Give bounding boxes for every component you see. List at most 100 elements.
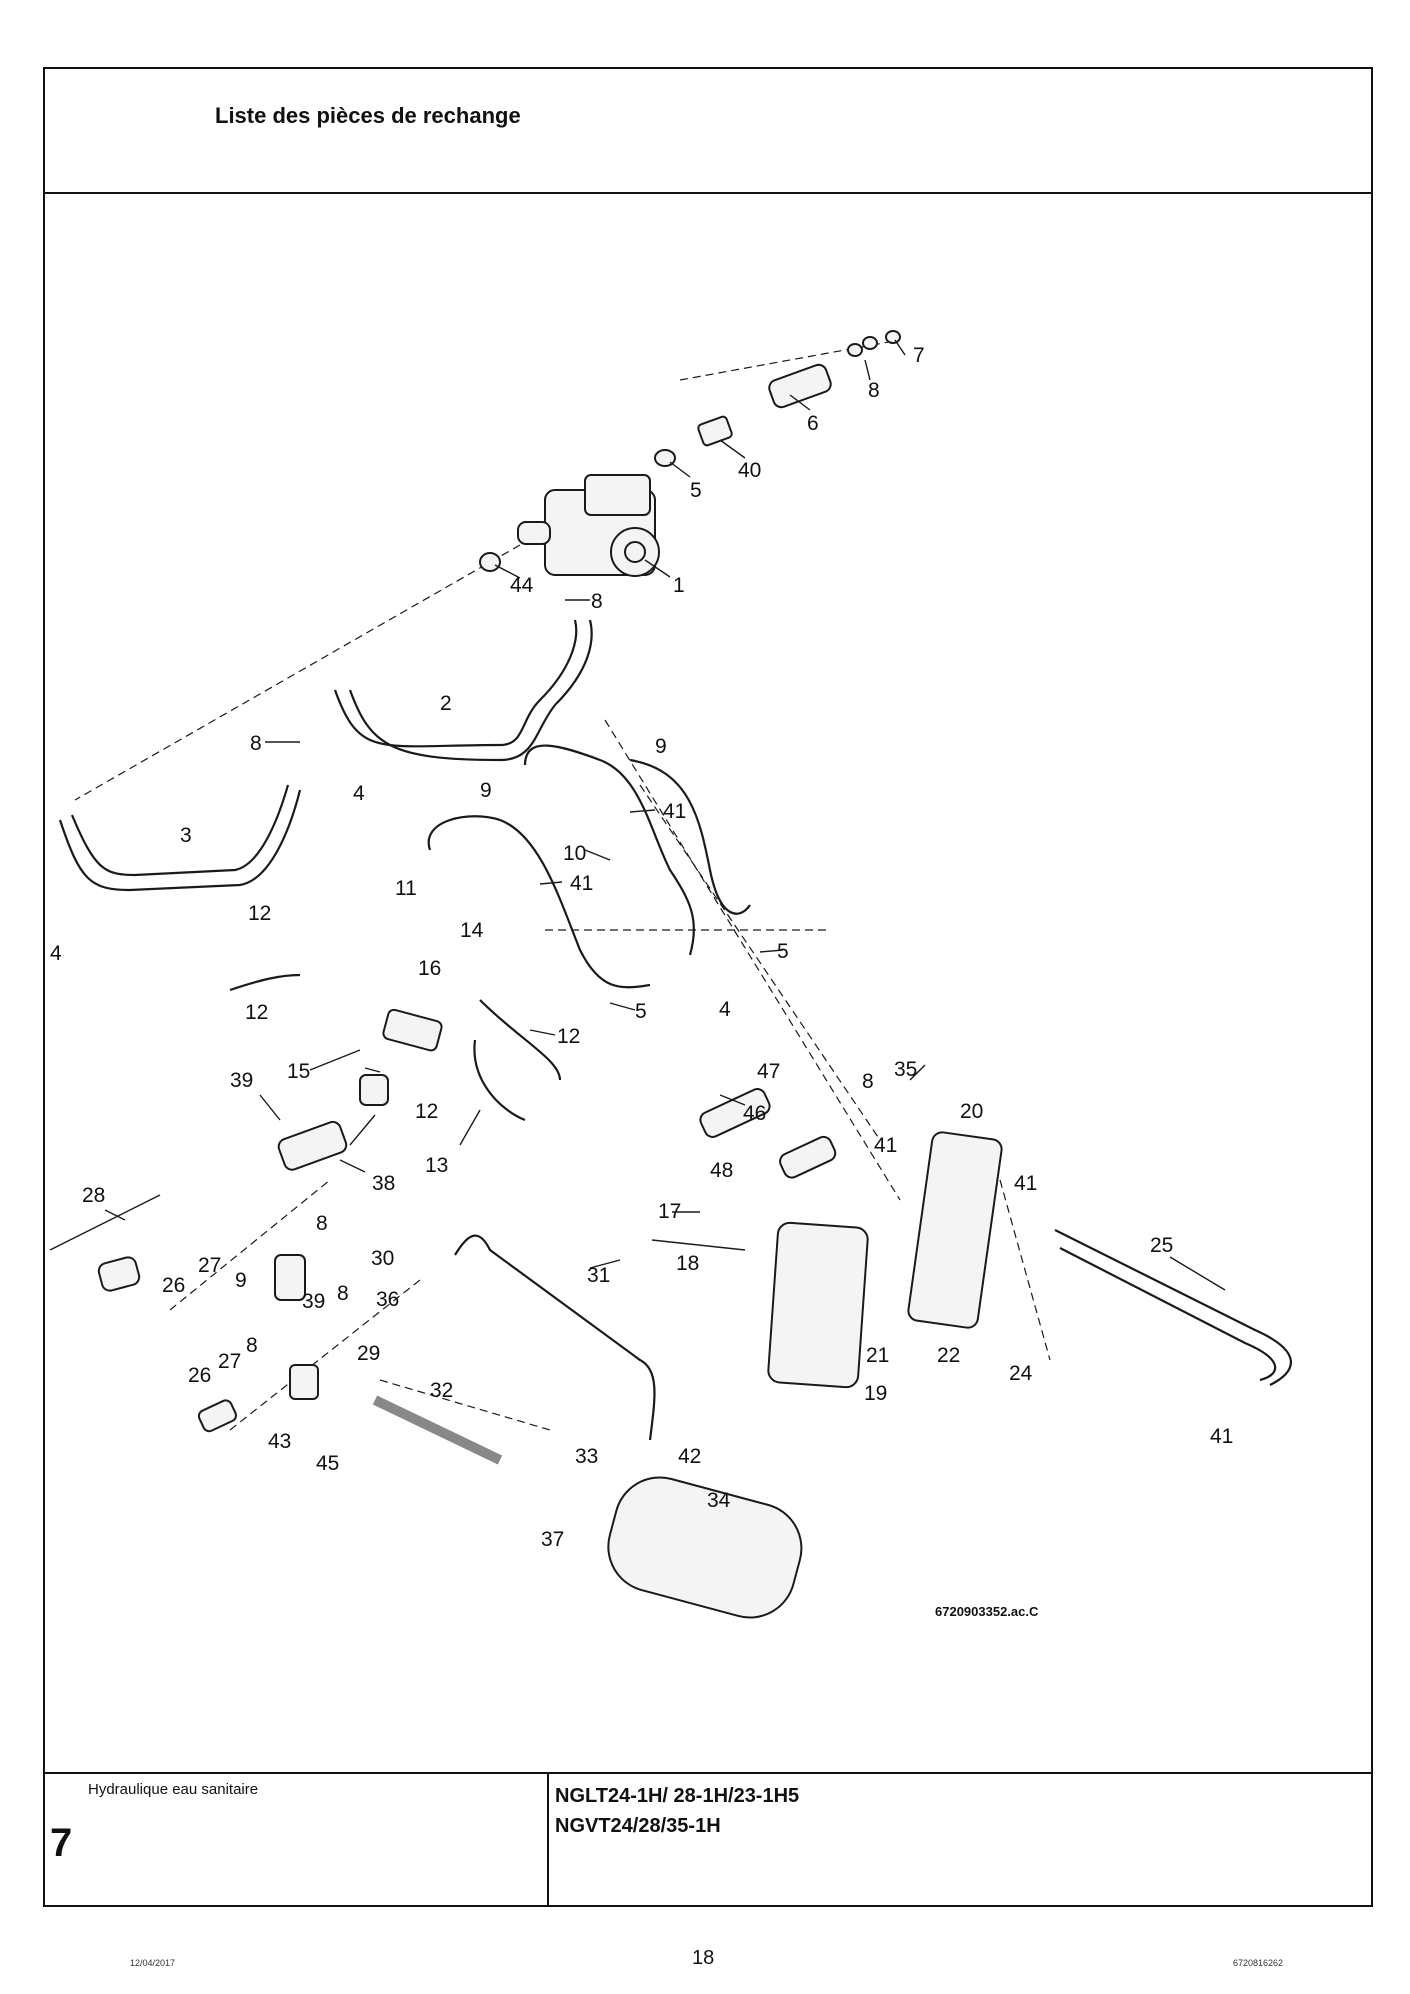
hydraulic-block-part <box>907 1131 1003 1329</box>
callout-label: 15 <box>287 1060 310 1083</box>
section-name: Hydraulique eau sanitaire <box>88 1781 259 1798</box>
callout-label: 10 <box>563 842 586 865</box>
pipe-part <box>70 784 290 877</box>
callout-label: 18 <box>676 1252 699 1275</box>
callout-label: 22 <box>937 1344 960 1367</box>
page-title: Liste des pièces de rechange <box>215 103 521 128</box>
assembly-line <box>604 719 901 1201</box>
callout-label: 12 <box>248 902 271 925</box>
pipe-part <box>348 619 593 762</box>
callout-label: 4 <box>50 942 62 965</box>
page-number: 18 <box>692 1947 715 1969</box>
pipe-part <box>473 1039 526 1122</box>
assembly-line <box>74 544 521 801</box>
callout-label: 19 <box>864 1382 887 1405</box>
callout-label: 27 <box>198 1254 221 1277</box>
pipe-part <box>479 999 562 1081</box>
callout-label: 4 <box>719 998 731 1021</box>
footer-column-divider <box>547 1772 549 1907</box>
callout-label: 33 <box>575 1445 598 1468</box>
callout-label: 31 <box>587 1264 610 1287</box>
callout-label: 14 <box>460 919 484 942</box>
callout-label: 37 <box>541 1528 564 1551</box>
pipe-part <box>427 815 651 989</box>
drawing-reference: 6720903352.ac.C <box>935 1604 1039 1619</box>
callout-label: 20 <box>960 1100 983 1123</box>
pipe-part <box>1054 1229 1292 1386</box>
callout-label: 16 <box>418 957 441 980</box>
callout-label: 12 <box>245 1001 268 1024</box>
callout-label: 39 <box>302 1290 325 1313</box>
document-number: 6720816262 <box>1233 1958 1284 1968</box>
pipe-part <box>454 1234 656 1441</box>
pipe-part <box>333 619 578 748</box>
callout-label: 38 <box>372 1172 395 1195</box>
callout-label: 17 <box>658 1200 681 1223</box>
page-frame <box>43 67 1373 1907</box>
callout-label: 8 <box>246 1334 258 1357</box>
heat-exchanger-part <box>767 1221 869 1389</box>
callout-label: 7 <box>913 344 925 367</box>
callout-label: 12 <box>415 1100 438 1123</box>
callout-label: 8 <box>337 1282 349 1305</box>
callout-label: 8 <box>316 1212 328 1235</box>
callout-label: 24 <box>1009 1362 1033 1385</box>
hose-part <box>372 1395 503 1465</box>
callout-labels: 7 8 6 5 40 1 44 8 2 8 4 9 41 9 10 41 3 1… <box>50 344 1233 1551</box>
pump-part <box>517 474 660 577</box>
callout-label: 30 <box>371 1247 394 1270</box>
callout-label: 48 <box>710 1159 733 1182</box>
callout-label: 40 <box>738 459 761 482</box>
callout-label: 25 <box>1150 1234 1173 1257</box>
callout-label: 11 <box>395 877 417 900</box>
pipe-part <box>58 789 302 892</box>
callout-label: 41 <box>874 1134 897 1157</box>
callout-label: 5 <box>690 479 702 502</box>
callout-label: 41 <box>1210 1425 1233 1448</box>
callout-label: 26 <box>188 1364 211 1387</box>
callout-label: 47 <box>757 1060 780 1083</box>
callout-label: 43 <box>268 1430 291 1453</box>
callout-label: 5 <box>635 1000 647 1023</box>
footer-divider <box>43 1772 1373 1774</box>
callout-label: 4 <box>353 782 365 805</box>
expansion-vessel-part <box>607 1476 803 1619</box>
assembly-line <box>999 1179 1051 1361</box>
assembly-line <box>379 1379 551 1431</box>
callout-label: 44 <box>510 574 534 597</box>
callout-label: 27 <box>218 1350 241 1373</box>
callout-label: 6 <box>807 412 819 435</box>
pipe-part <box>629 758 751 915</box>
valve-part <box>97 1008 837 1433</box>
callout-label: 42 <box>678 1445 701 1468</box>
callout-label: 8 <box>591 590 603 613</box>
callout-label: 13 <box>425 1154 448 1177</box>
callout-label: 41 <box>663 800 686 823</box>
callout-label: 45 <box>316 1452 339 1475</box>
callout-label: 9 <box>235 1269 247 1292</box>
section-number: 7 <box>50 1821 73 1865</box>
fitting-part <box>479 330 901 572</box>
pipe-part <box>229 973 301 992</box>
callout-label: 12 <box>557 1025 580 1048</box>
callout-label: 41 <box>570 872 593 895</box>
callout-label: 8 <box>250 732 262 755</box>
callout-label: 39 <box>230 1069 253 1092</box>
assembly-line <box>229 1279 421 1431</box>
header-divider <box>43 192 1373 194</box>
callout-label: 46 <box>743 1102 766 1125</box>
callout-label: 35 <box>894 1058 917 1081</box>
callout-label: 9 <box>655 735 667 758</box>
pipe-part <box>523 744 695 956</box>
assembly-line <box>169 1179 331 1311</box>
callout-label: 36 <box>376 1288 399 1311</box>
pipe-part <box>1059 1247 1277 1382</box>
leader-lines <box>49 339 1226 1291</box>
callout-label: 29 <box>357 1342 380 1365</box>
callout-label: 26 <box>162 1274 185 1297</box>
callout-label: 3 <box>180 824 192 847</box>
callout-label: 41 <box>1014 1172 1037 1195</box>
model-line-1: NGLT24-1H/ 28-1H/23-1H5 <box>555 1785 800 1807</box>
callout-label: 32 <box>430 1379 453 1402</box>
